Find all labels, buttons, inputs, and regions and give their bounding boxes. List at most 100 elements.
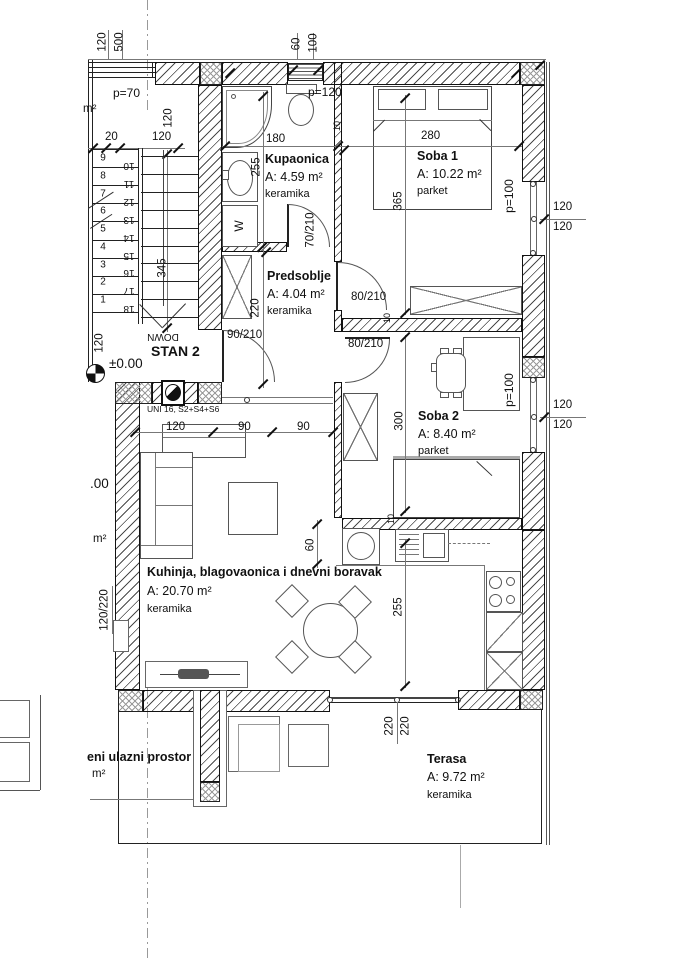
dim-label: 20	[105, 131, 118, 143]
window-line	[88, 72, 155, 73]
pillow	[438, 89, 488, 110]
dim-label: 120	[553, 419, 573, 431]
dim-line	[167, 150, 168, 332]
wall-stair-bath	[198, 85, 222, 330]
dim-line	[405, 540, 406, 688]
stair-step	[141, 299, 198, 301]
dim-label: 365	[392, 191, 405, 211]
wall-top	[323, 62, 520, 85]
drainer-line	[399, 549, 419, 550]
window-line	[88, 77, 155, 78]
room-floor: keramika	[147, 603, 192, 615]
stair-step	[93, 221, 139, 223]
drainer-line	[399, 554, 419, 555]
dining-chair	[275, 640, 309, 674]
wall-column	[200, 62, 222, 85]
stairwell-wall	[92, 60, 93, 382]
duvet-line	[373, 120, 492, 121]
washing-machine-drum	[347, 532, 375, 560]
dim-ext	[108, 30, 109, 59]
dim-line	[397, 702, 398, 744]
threshold-mark	[244, 397, 250, 403]
window-end	[530, 377, 536, 383]
partial-entry-text: eni ulazni prostor	[87, 750, 192, 764]
wall-column	[118, 690, 143, 712]
room-area: A: 8.40 m²	[418, 427, 476, 441]
stair-step	[93, 167, 139, 169]
terrace-column	[200, 690, 220, 782]
dim-ext	[297, 33, 298, 59]
dim-line	[263, 92, 264, 388]
dim-label: 180	[266, 133, 286, 145]
door-label: 90/210	[227, 329, 263, 341]
room-floor: keramika	[427, 789, 472, 801]
wall-top	[222, 62, 288, 85]
wall-thickness: 10	[385, 513, 396, 525]
stair-number: 12	[123, 195, 135, 207]
stairwell-wall	[88, 60, 89, 382]
sofa-line	[155, 505, 192, 506]
dim-label: 255	[250, 157, 263, 177]
parapet-label: p=70	[113, 86, 141, 100]
drainer-line	[399, 534, 419, 535]
dim-label: 255	[392, 597, 405, 617]
room-name-kupaonica: Kupaonica	[265, 152, 329, 166]
dim-label: 120	[553, 201, 573, 213]
drainer-line	[399, 544, 419, 545]
dim-line	[133, 432, 335, 433]
terrace-edge	[541, 710, 542, 843]
stair-number: 16	[123, 267, 135, 279]
threshold	[222, 397, 333, 398]
site-line	[460, 845, 461, 908]
dim-ext	[112, 586, 113, 634]
burner	[506, 577, 515, 586]
dim-label: 120	[162, 108, 175, 128]
wall-bottom	[458, 690, 520, 710]
dim-ext	[122, 30, 123, 59]
toilet-tank	[286, 84, 317, 94]
dim-label: 120	[93, 333, 106, 353]
stair-step	[93, 149, 139, 150]
wall-bottom	[143, 690, 198, 712]
door-label: 70/210	[304, 212, 317, 248]
stair-step	[141, 173, 198, 175]
stair-arrow	[162, 303, 186, 328]
wardrobe-predsoblje	[222, 255, 252, 319]
wall-bottom	[222, 690, 330, 712]
room-area: A: 20.70 m²	[147, 584, 212, 598]
terrace-edge	[118, 712, 119, 843]
wall-column	[115, 382, 152, 404]
dim-label: 100	[307, 33, 320, 53]
stair-step	[93, 203, 139, 205]
stair-step	[141, 263, 198, 265]
dishwasher	[486, 612, 523, 652]
dim-line	[88, 148, 185, 149]
door-label: 220	[399, 716, 412, 736]
stair-step	[93, 185, 139, 187]
sofa-line	[155, 453, 156, 545]
dim-label: 120	[553, 221, 573, 233]
stair-number: 8	[100, 170, 106, 181]
neighbour-boundary	[90, 799, 193, 800]
door-label: 220	[383, 716, 396, 736]
terrace-edge	[118, 843, 542, 844]
wall-right	[522, 530, 545, 690]
room-floor: parket	[418, 445, 449, 457]
stair-number: 17	[123, 285, 135, 297]
window-line	[88, 67, 155, 68]
stair-number: 9	[100, 152, 106, 164]
wall-column	[522, 357, 545, 378]
wall-right	[522, 255, 545, 357]
burner	[489, 594, 502, 607]
stair-step	[141, 156, 198, 157]
stair-step	[93, 257, 139, 259]
room-area: A: 4.04 m²	[267, 287, 325, 301]
stair-step	[141, 227, 198, 229]
dim-label: 300	[393, 411, 406, 431]
shower-drain	[231, 94, 236, 99]
door-end	[327, 697, 333, 703]
bath-window	[288, 63, 323, 81]
stair-number: 1	[100, 294, 106, 306]
stair-number: 7	[100, 187, 106, 199]
axis-line-bottom	[147, 688, 148, 960]
